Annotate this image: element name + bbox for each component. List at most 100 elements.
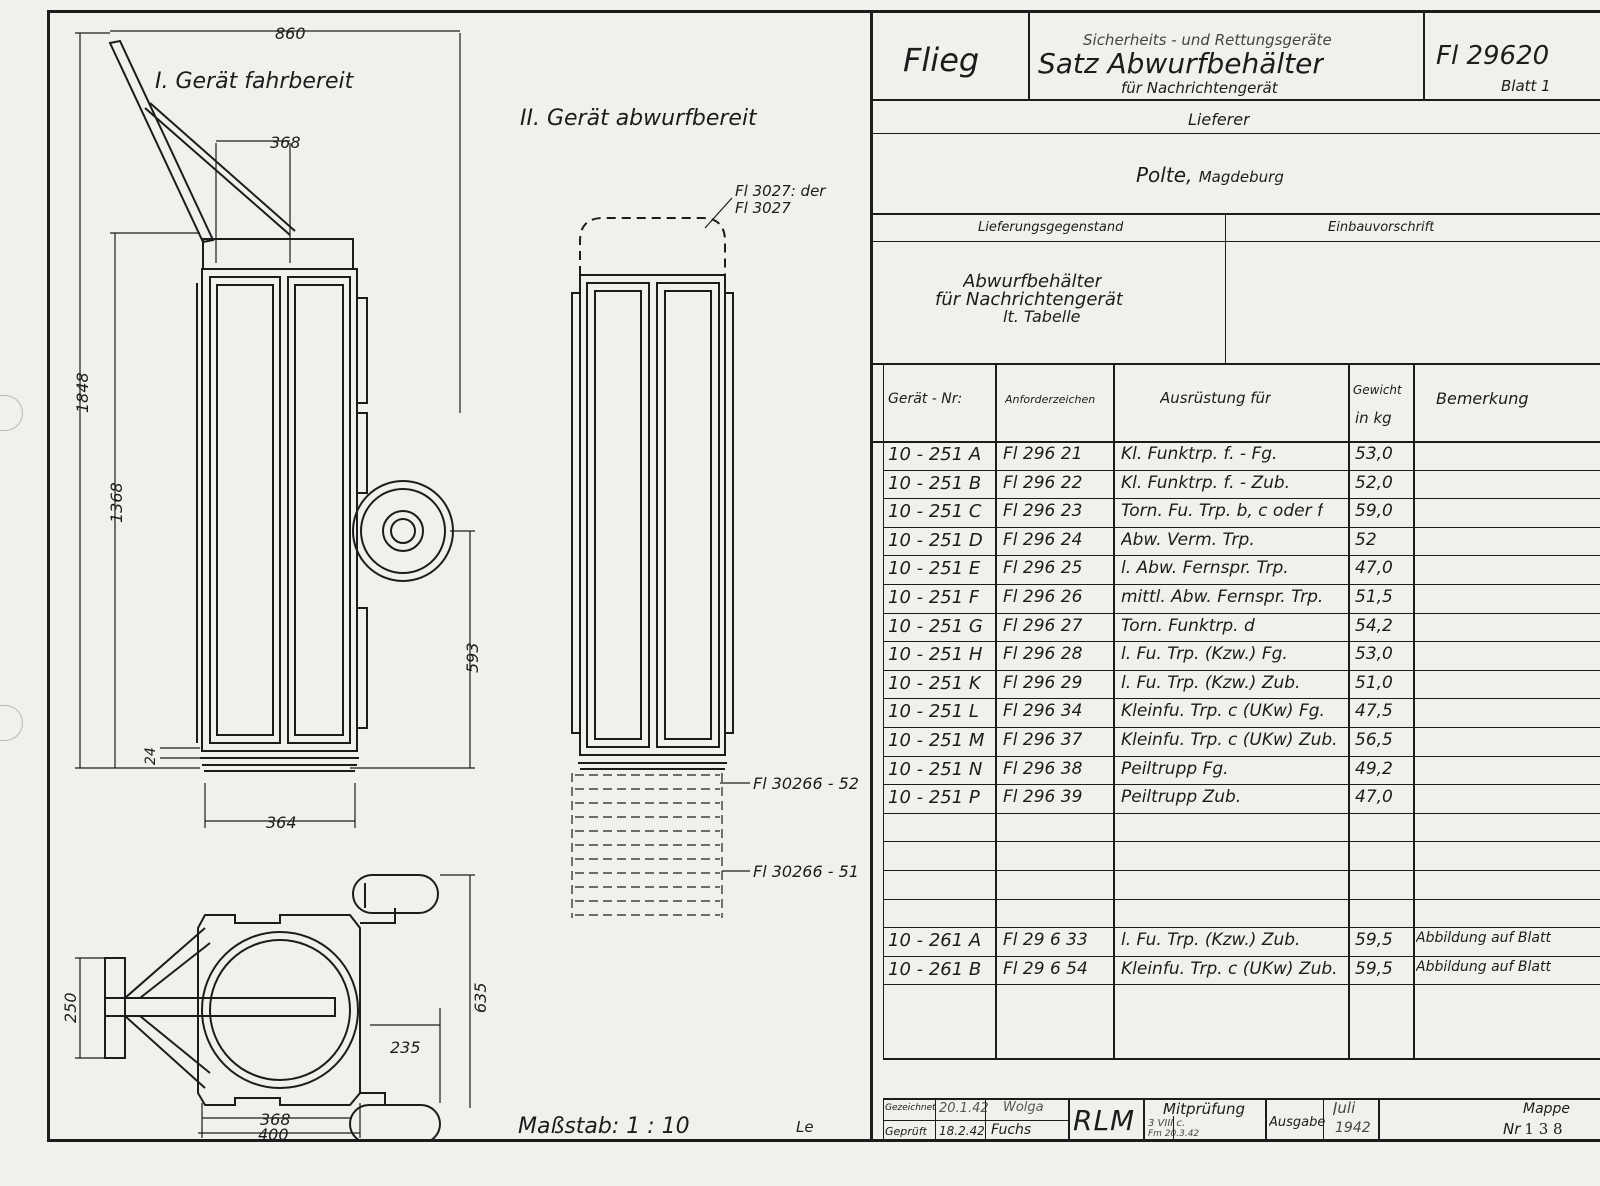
cell-code: Fl 296 26 xyxy=(1003,587,1083,607)
view-1-container-side xyxy=(108,39,454,772)
cell-nr: 10 - 261 B xyxy=(888,958,982,980)
dim-368-top: 368 xyxy=(270,133,301,152)
cell-equip: l. Abw. Fernspr. Trp. xyxy=(1121,558,1289,579)
cell-equip: Peiltrupp Fg. xyxy=(1121,758,1229,779)
cell-nr: 10 - 251 P xyxy=(888,787,980,809)
dim-1368: 1368 xyxy=(107,482,126,523)
row-divider xyxy=(883,584,1600,585)
cell-code: Fl 296 29 xyxy=(1003,672,1083,693)
view-2-leaders xyxy=(704,197,750,872)
cell-weight: 56,5 xyxy=(1355,730,1393,750)
cell-equip: Kl. Funktrp. f. - Zub. xyxy=(1121,472,1291,493)
dim-860: 860 xyxy=(275,24,306,43)
ref-top-2: Fl 3027 xyxy=(735,199,791,217)
cell-remark: Abbildung auf Blatt xyxy=(1416,930,1551,947)
row-divider xyxy=(883,898,1600,900)
row-divider xyxy=(883,784,1600,786)
cell-nr: 10 - 251 H xyxy=(888,644,983,666)
ref-bellows-52: Fl 30266 - 52 xyxy=(753,774,859,793)
row-divider xyxy=(883,698,1600,700)
cell-equip: Kl. Funktrp. f. - Fg. xyxy=(1121,444,1278,464)
cell-nr: 10 - 251 E xyxy=(888,558,981,580)
delivery-line-2: für Nachrichtengerät xyxy=(935,289,1123,310)
row-divider xyxy=(883,612,1600,614)
cell-code: Fl 296 21 xyxy=(1003,444,1083,464)
cell-weight: 53,0 xyxy=(1355,644,1393,665)
ref-top-1: Fl 3027: der xyxy=(735,182,826,200)
cell-code: Fl 296 28 xyxy=(1003,644,1083,665)
cell-equip: Kleinfu. Trp. c (UKw) Fg. xyxy=(1121,701,1325,722)
approval-footer: Gezeichnet 20.1.42 Wolga Geprüft 18.2.42… xyxy=(873,1098,1600,1142)
issue-month: Juli xyxy=(1333,1099,1356,1117)
cell-nr: 10 - 251 M xyxy=(888,730,985,751)
cell-code: Fl 29 6 54 xyxy=(1003,958,1088,979)
cell-code: Fl 296 37 xyxy=(1003,730,1083,750)
dim-364: 364 xyxy=(266,813,297,832)
sheet-number: Blatt 1 xyxy=(1501,77,1551,95)
dim-368-bottom: 368 xyxy=(260,1110,291,1129)
row-divider xyxy=(883,955,1600,957)
row-divider xyxy=(883,498,1600,500)
cell-nr: 10 - 251 A xyxy=(888,444,982,465)
margin-initials: Le xyxy=(796,1118,814,1136)
binder-hole xyxy=(0,705,23,741)
cell-nr: 10 - 251 K xyxy=(888,672,981,694)
col-header-weight-1: Gewicht xyxy=(1353,383,1402,397)
dim-250: 250 xyxy=(61,992,80,1023)
row-divider xyxy=(883,727,1600,728)
cell-nr: 10 - 251 D xyxy=(888,529,983,551)
drawing-sheet: I. Gerät fahrbereit II. Gerät abwurfbere… xyxy=(47,10,1600,1142)
parts-table: Gerät - Nr: Anforderzeichen Ausrüstung f… xyxy=(873,363,1600,1058)
view-2-container xyxy=(571,217,734,918)
cell-nr: 10 - 251 N xyxy=(888,758,983,780)
view-1-plan-dimensions xyxy=(75,874,475,1138)
row-divider xyxy=(883,555,1600,557)
drawn-signature: Wolga xyxy=(1003,1100,1044,1115)
cell-weight: 59,5 xyxy=(1355,930,1393,951)
drawing-number: Fl 29620 xyxy=(1436,41,1550,71)
org-label: Flieg xyxy=(903,41,980,79)
cell-weight: 59,5 xyxy=(1355,958,1393,979)
cell-equip: l. Fu. Trp. (Kzw.) Zub. xyxy=(1121,930,1301,951)
cell-code: Fl 296 39 xyxy=(1003,787,1083,808)
sheet-subtitle: für Nachrichtengerät xyxy=(1121,79,1278,97)
cell-equip: mittl. Abw. Fernspr. Trp. xyxy=(1121,587,1324,607)
col-header-nr: Gerät - Nr: xyxy=(888,391,963,407)
row-divider xyxy=(883,755,1600,757)
review-label: Mitprüfung xyxy=(1163,1100,1246,1118)
category-label: Sicherheits - und Rettungsgeräte xyxy=(1083,31,1332,49)
technical-drawing: I. Gerät fahrbereit II. Gerät abwurfbere… xyxy=(61,24,859,1142)
drawn-date: 20.1.42 xyxy=(939,1101,989,1116)
scale-label: Maßstab: 1 : 10 xyxy=(518,1114,690,1139)
table-row xyxy=(873,870,1600,899)
cell-equip: Kleinfu. Trp. c (UKw) Zub. xyxy=(1121,958,1338,979)
row-divider xyxy=(883,526,1600,528)
cell-nr: 10 - 251 L xyxy=(888,701,979,723)
row-divider xyxy=(883,927,1600,929)
ref-bellows-51: Fl 30266 - 51 xyxy=(753,862,859,881)
issue-label: Ausgabe xyxy=(1269,1115,1326,1130)
cell-nr: 10 - 251 G xyxy=(888,615,983,637)
drawn-label: Gezeichnet xyxy=(885,1103,936,1113)
authority-stamp: RLM xyxy=(1073,1104,1136,1137)
delivery-line-3: lt. Tabelle xyxy=(1003,307,1081,326)
folder-label: Mappe xyxy=(1523,1101,1571,1117)
cell-equip: Kleinfu. Trp. c (UKw) Zub. xyxy=(1121,730,1338,750)
dim-1848: 1848 xyxy=(73,372,92,413)
install-label: Einbauvorschrift xyxy=(1328,220,1435,235)
cell-weight: 53,0 xyxy=(1355,444,1393,464)
binder-hole xyxy=(0,395,23,431)
cell-code: Fl 29 6 33 xyxy=(1003,930,1088,951)
cell-weight: 47,5 xyxy=(1355,701,1393,722)
row-divider xyxy=(883,984,1600,986)
view-2-title: II. Gerät abwurfbereit xyxy=(520,106,758,131)
cell-weight: 49,2 xyxy=(1355,758,1393,779)
sheet-title: Satz Abwurfbehälter xyxy=(1038,47,1324,80)
